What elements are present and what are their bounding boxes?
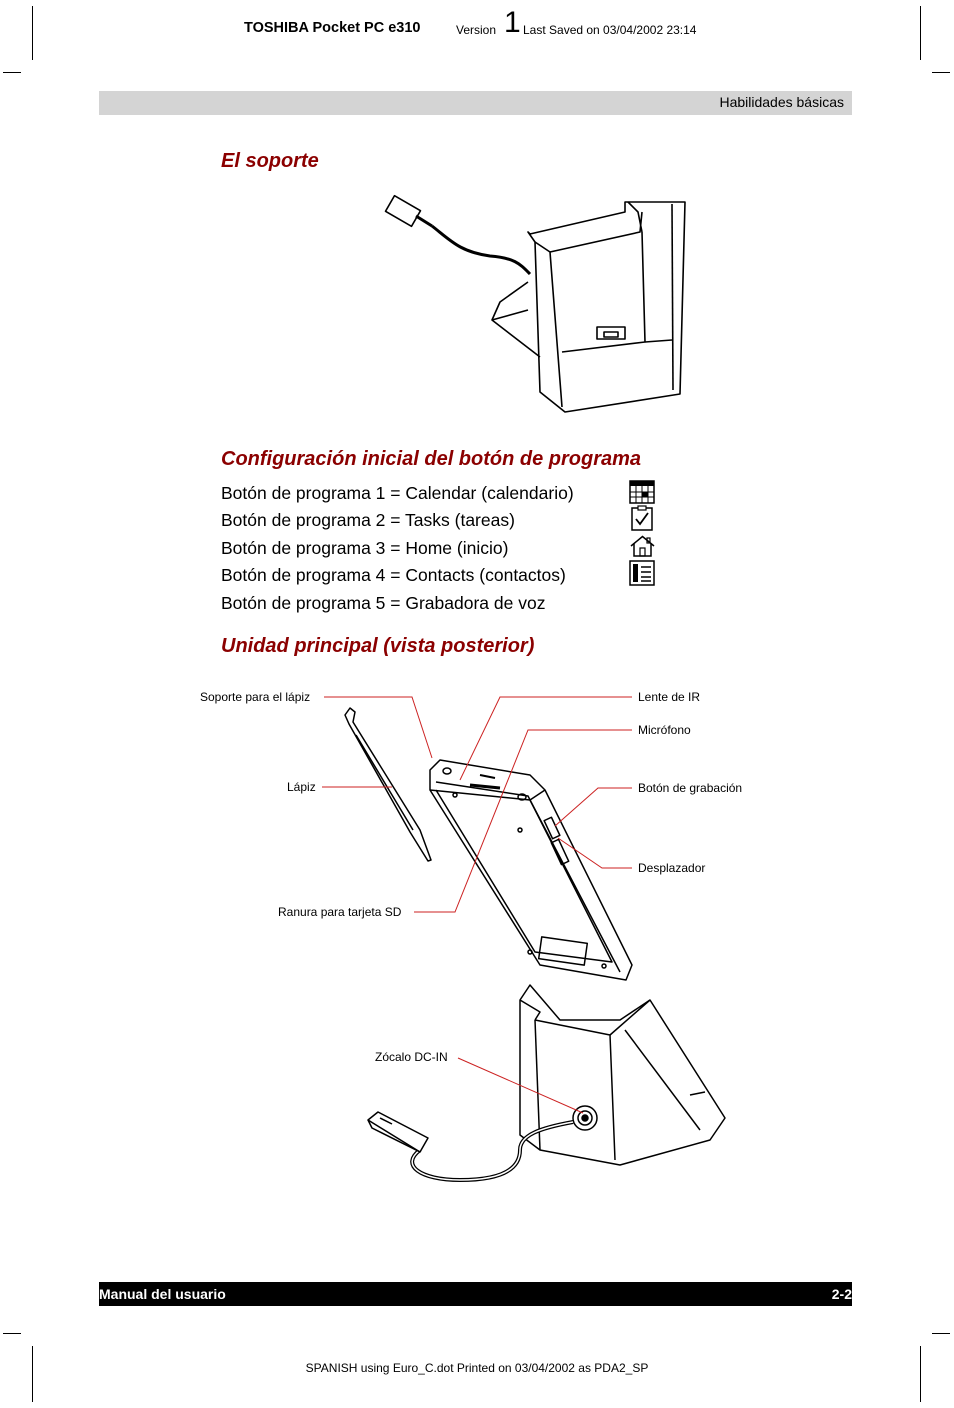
version-number: 1 bbox=[504, 6, 521, 39]
callout-sd-slot: Ranura para tarjeta SD bbox=[278, 905, 402, 919]
chapter-band: Habilidades básicas bbox=[99, 91, 852, 115]
section-title-soporte: El soporte bbox=[221, 150, 319, 172]
home-icon bbox=[630, 535, 655, 557]
program-button-2: Botón de programa 2 = Tasks (tareas) bbox=[221, 510, 515, 530]
version-label: Version bbox=[456, 23, 497, 37]
calendar-icon bbox=[629, 480, 655, 504]
contacts-icon bbox=[629, 560, 655, 586]
callout-dc-in: Zócalo DC-IN bbox=[375, 1050, 448, 1064]
tasks-icon bbox=[631, 505, 653, 531]
callout-microphone: Micrófono bbox=[638, 723, 691, 737]
crop-mark bbox=[3, 1333, 21, 1334]
section-title-unidad: Unidad principal (vista posterior) bbox=[221, 635, 535, 657]
print-info: SPANISH using Euro_C.dot Printed on 03/0… bbox=[305, 1361, 649, 1375]
cradle-illustration bbox=[384, 194, 686, 413]
program-button-3: Botón de programa 3 = Home (inicio) bbox=[221, 538, 509, 558]
section-title-config: Configuración inicial del botón de progr… bbox=[221, 448, 642, 470]
chapter-name: Habilidades básicas bbox=[719, 94, 844, 110]
callout-scroller: Desplazador bbox=[638, 861, 706, 875]
document-title: TOSHIBA Pocket PC e310 bbox=[244, 20, 421, 36]
callout-ir-lens: Lente de IR bbox=[638, 690, 701, 704]
crop-mark bbox=[3, 72, 21, 73]
footer-manual: Manual del usuario bbox=[99, 1286, 226, 1302]
crop-mark bbox=[920, 6, 921, 60]
last-saved: Last Saved on 03/04/2002 23:14 bbox=[523, 23, 697, 37]
crop-mark bbox=[32, 1346, 33, 1402]
page-number: 2-2 bbox=[831, 1286, 852, 1302]
program-button-5: Botón de programa 5 = Grabadora de voz bbox=[221, 593, 546, 613]
program-button-1: Botón de programa 1 = Calendar (calendar… bbox=[221, 483, 574, 503]
footer-bar: Manual del usuario 2-2 bbox=[99, 1282, 852, 1306]
crop-mark bbox=[32, 6, 33, 60]
crop-mark bbox=[932, 72, 950, 73]
crop-mark bbox=[932, 1333, 950, 1334]
crop-mark bbox=[920, 1346, 921, 1402]
callout-stylus: Lápiz bbox=[287, 780, 316, 794]
callout-record-button: Botón de grabación bbox=[638, 781, 743, 795]
program-button-4: Botón de programa 4 = Contacts (contacto… bbox=[221, 565, 566, 585]
callout-stylus-holder: Soporte para el lápiz bbox=[200, 690, 311, 704]
